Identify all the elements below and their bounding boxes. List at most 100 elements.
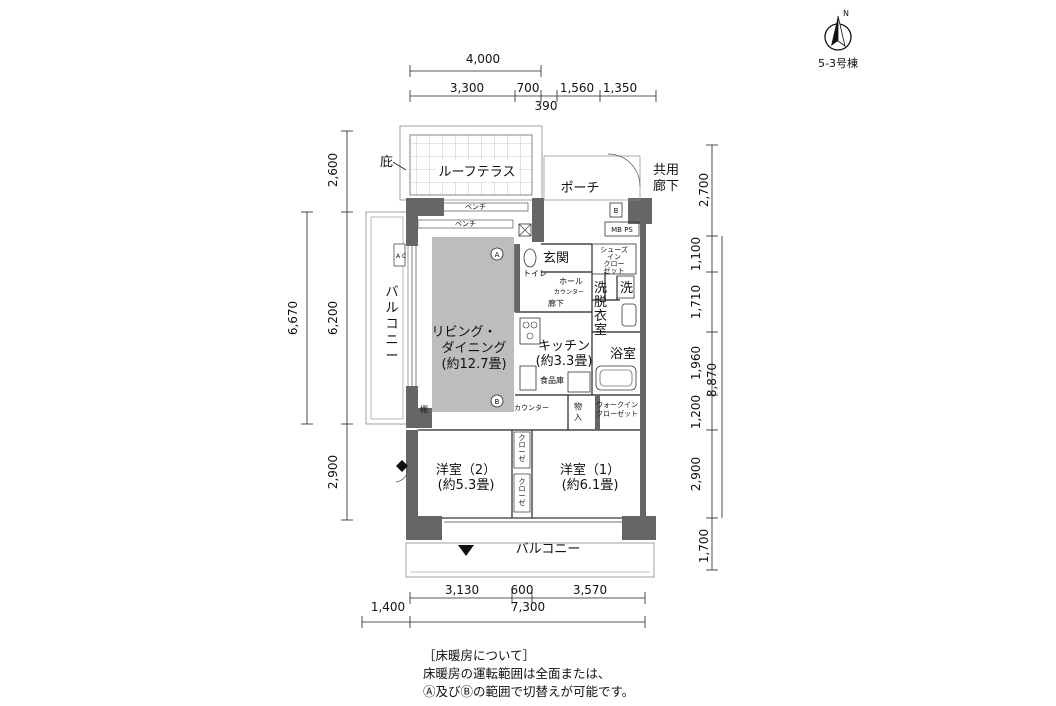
room2-label: 洋室（2） [436,462,496,478]
toilet-pipe-box [518,223,532,237]
sink-icon [519,365,537,391]
shared-corridor-label-1: 共用 [653,163,679,178]
balcony-left-char-2: ル [385,301,398,316]
dim-bottom-3: 3,570 [573,583,607,597]
b-box-label: B [614,207,619,215]
shoes-closet-line-2: イン [607,253,621,261]
eave-label: 庇 [380,155,393,170]
svg-text:ロ: ロ [519,441,526,449]
dimension-lines [301,65,723,628]
balcony-left-char-5: ー [385,349,398,364]
side-entrance-marker [396,460,408,472]
dim-top-3: 1,560 [560,81,594,95]
dressing-char-2: 衣 [594,308,607,324]
porch-area [543,155,641,201]
svg-text:ゼ: ゼ [519,498,526,507]
bath-label: 浴室 [610,346,636,362]
pantry-box [567,371,591,393]
closet-upper [513,431,531,469]
room1-size: (約6.1畳) [562,478,619,493]
svg-text:ー: ー [519,492,526,500]
living-size: (約12.7畳) [441,357,506,372]
zone-b-marker: B [490,394,504,408]
floor-heating-note: ［床暖房について］ 床暖房の運転範囲は全面または、 Ⓐ及びⒷの範囲で切替えが可能… [423,647,634,701]
storage-char-1: 物 [574,401,582,411]
ac-label: A C [396,253,406,260]
closet-lower-text: ク ロ ー ゼ [519,478,526,507]
shelf-label: 棚 [420,404,428,414]
left-balcony [365,211,409,425]
bench-label-2: ベンチ [455,220,476,228]
dim-left-3: 2,900 [326,455,340,489]
north-compass-icon: N [824,9,852,51]
svg-text:ク: ク [519,478,526,486]
dressing-char-1: 脱 [594,295,607,310]
hall-label: ホール [559,277,583,286]
dim-bottom-total: 7,300 [511,600,545,614]
mb-ps-label: MB PS [611,226,633,234]
dim-bottom-left: 1,400 [371,600,405,614]
toilet-label: トイレ [523,269,547,278]
kitchen-label: キッチン [538,339,590,354]
dim-right-total: 8,870 [705,363,719,397]
dim-right-7: 1,700 [697,529,711,563]
shoes-closet-line-4: ゼット [604,266,625,275]
counter-label: カウンター [514,403,549,412]
toilet-bowl-icon [523,248,537,268]
svg-text:ク: ク [519,434,526,442]
roof-terrace [399,125,543,201]
laundry-label: 洗 [620,281,633,296]
dim-top-sub: 390 [535,99,558,113]
dim-right-2: 1,100 [689,237,703,271]
shared-corridor-label-2: 廊下 [653,178,679,194]
roof-terrace-label: ルーフテラス [439,165,516,180]
dim-right-1: 2,700 [697,173,711,207]
living-label-2: ダイニング [441,341,506,356]
shoes-closet-line-3: クロー [604,260,625,268]
pantry-label: 食品庫 [540,375,564,385]
dim-left-inner: 6,670 [286,301,300,335]
dim-top-1: 3,300 [450,81,484,95]
closet-lower [513,473,531,513]
svg-text:B: B [495,398,500,406]
balcony-left-char-1: バ [385,285,398,300]
svg-text:ゼ: ゼ [519,454,526,463]
bench-label-1: ベンチ [465,203,486,211]
walkin-line-2: クローゼット [596,409,638,418]
note-title: ［床暖房について］ [423,648,536,663]
walkin-line-1: ウォークイン [596,401,638,409]
dim-top-4: 1,350 [603,81,637,95]
dim-right-3: 1,710 [689,285,703,319]
hall-counter-label: カウンター [554,288,584,296]
b-box [609,202,623,218]
svg-text:ー: ー [519,448,526,456]
balcony-left-char-3: コ [385,317,398,332]
building-label: 5-3号棟 [818,56,858,70]
dim-bottom-1: 3,130 [445,583,479,597]
compass-north-label: N [843,9,849,18]
dim-left-1: 2,600 [326,153,340,187]
entry-door-swing [607,153,641,187]
corridor-label: 廊下 [548,298,564,308]
mb-ps-box [604,221,640,237]
shoes-closet [591,243,637,275]
entrance-label: 玄関 [543,251,569,266]
zone-a-marker: A [490,247,504,261]
living-label-1: リビング・ [431,325,496,340]
washbasin-icon [621,303,637,327]
note-line-2: Ⓐ及びⒷの範囲で切替えが可能です。 [423,684,635,699]
structural-walls [406,198,656,540]
balcony-left-char-4: ニ [385,333,398,348]
balcony-bottom-label: バルコニー [516,542,581,557]
svg-text:ロ: ロ [519,485,526,493]
laundry-box [616,275,635,299]
windows [411,246,622,523]
stove-icon [519,317,541,345]
porch-label: ポーチ [560,181,599,196]
dim-left-2: 6,200 [326,301,340,335]
dim-top-2: 700 [517,81,540,95]
storage-char-2: 入 [574,413,582,422]
dim-right-5: 1,200 [689,395,703,429]
kitchen-size: (約3.3畳) [536,354,593,369]
